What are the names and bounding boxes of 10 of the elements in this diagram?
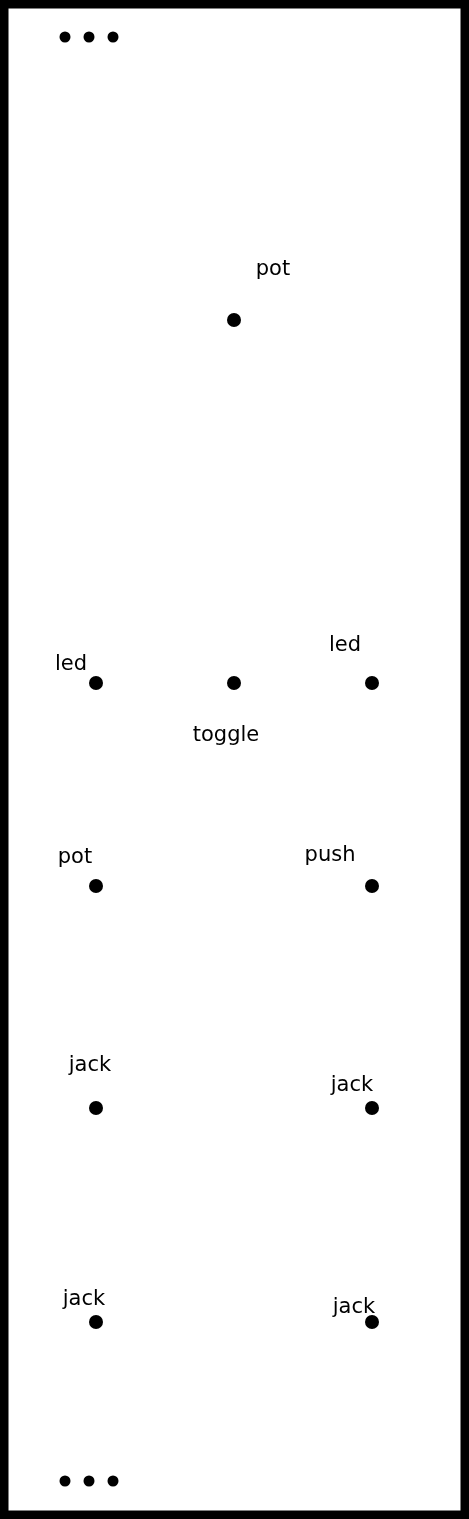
part-label: led	[328, 633, 362, 655]
part-label: jack	[332, 1295, 376, 1317]
part-label: pot	[255, 257, 291, 279]
part-label: jack	[68, 1053, 112, 1075]
part-label: toggle	[192, 723, 260, 745]
part-label: jack	[330, 1073, 374, 1095]
part-label: jack	[62, 1287, 106, 1309]
part-label: led	[54, 652, 88, 674]
part-label: pot	[57, 845, 93, 867]
part-label: push	[304, 843, 356, 865]
